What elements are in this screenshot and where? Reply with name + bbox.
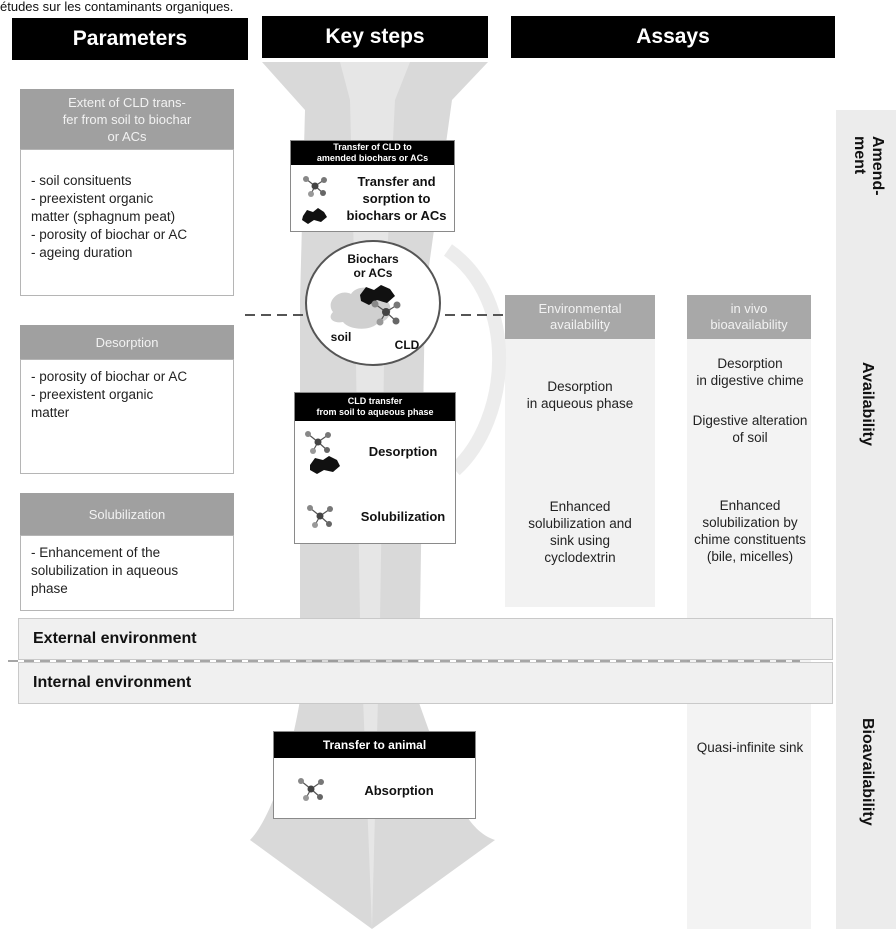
desorption-molecule-icon <box>305 431 331 454</box>
param-desorption-title: Desorption <box>20 325 234 359</box>
circle-label-cld: CLD <box>394 338 420 352</box>
param-desorption-body: - porosity of biochar or AC - preexisten… <box>20 359 234 474</box>
side-label-bioavailability: Bioavailability <box>859 718 876 826</box>
solubilization-step-label: Solubilization <box>360 509 446 524</box>
soil-biochar-circle: Biochars or ACs soil CLD <box>305 240 441 366</box>
side-label-availability: Availability <box>859 362 876 446</box>
aqueous-step-title: CLD transfer from soil to aqueous phase <box>295 393 455 421</box>
invivo-bioavailability-title: in vivo bioavailability <box>687 295 811 339</box>
side-label-amendment: Amend- ment <box>851 136 886 196</box>
absorption-molecule-icon <box>298 778 324 801</box>
key-steps-header: Key steps <box>262 16 488 58</box>
circle-label-soil: soil <box>330 330 352 344</box>
invivo-column-shade <box>687 295 811 929</box>
solubilization-molecule-icon <box>307 505 333 528</box>
env-desorption-text: Desorption in aqueous phase <box>526 379 634 411</box>
circle-label-biochars: Biochars or ACs <box>347 252 399 280</box>
amendment-step-box: Transfer of CLD to amended biochars or A… <box>290 140 455 232</box>
side-band <box>836 110 896 929</box>
invivo-sink-text: Quasi-infinite sink <box>696 740 804 755</box>
arrow-curve <box>443 244 507 476</box>
param-extent-title: Extent of CLD trans- fer from soil to bi… <box>20 89 234 149</box>
environmental-column-shade <box>505 295 655 607</box>
animal-step-title: Transfer to animal <box>274 732 475 758</box>
amendment-step-label: Transfer and sorption to biochars or ACs <box>346 174 447 223</box>
biochar-particle-icon <box>302 208 327 224</box>
cld-molecule-shape <box>371 300 401 326</box>
absorption-step-label: Absorption <box>364 783 434 798</box>
aqueous-step-box: CLD transfer from soil to aqueous phase … <box>294 392 456 544</box>
assays-header: Assays <box>511 16 835 58</box>
parameters-header: Parameters <box>12 18 248 60</box>
desorption-particle-icon <box>310 456 340 474</box>
invivo-alteration-text: Digestive alteration of soil <box>692 413 808 445</box>
molecule-icon <box>303 176 327 197</box>
invivo-desorption-text: Desorption in digestive chime <box>696 356 804 388</box>
environmental-availability-title: Environmental availability <box>505 295 655 339</box>
desorption-step-label: Desorption <box>368 444 438 459</box>
internal-environment-bar: Internal environment <box>18 662 833 704</box>
env-solubilization-text: Enhanced solubilization and sink using c… <box>528 499 632 565</box>
amendment-step-title: Transfer of CLD to amended biochars or A… <box>291 141 454 165</box>
param-solubilization-body: - Enhancement of the solubilization in a… <box>20 535 234 611</box>
external-environment-bar: External environment <box>18 618 833 660</box>
top-caption-text: études sur les contaminants organiques. <box>0 0 234 14</box>
animal-step-box: Transfer to animal Absorption <box>273 731 476 819</box>
invivo-solubilization-text: Enhanced solubilization by chime constit… <box>694 498 806 564</box>
biochar-particle-shape <box>360 285 395 305</box>
param-solubilization-title: Solubilization <box>20 493 234 535</box>
param-extent-body: - soil consituents - preexistent organic… <box>20 149 234 296</box>
